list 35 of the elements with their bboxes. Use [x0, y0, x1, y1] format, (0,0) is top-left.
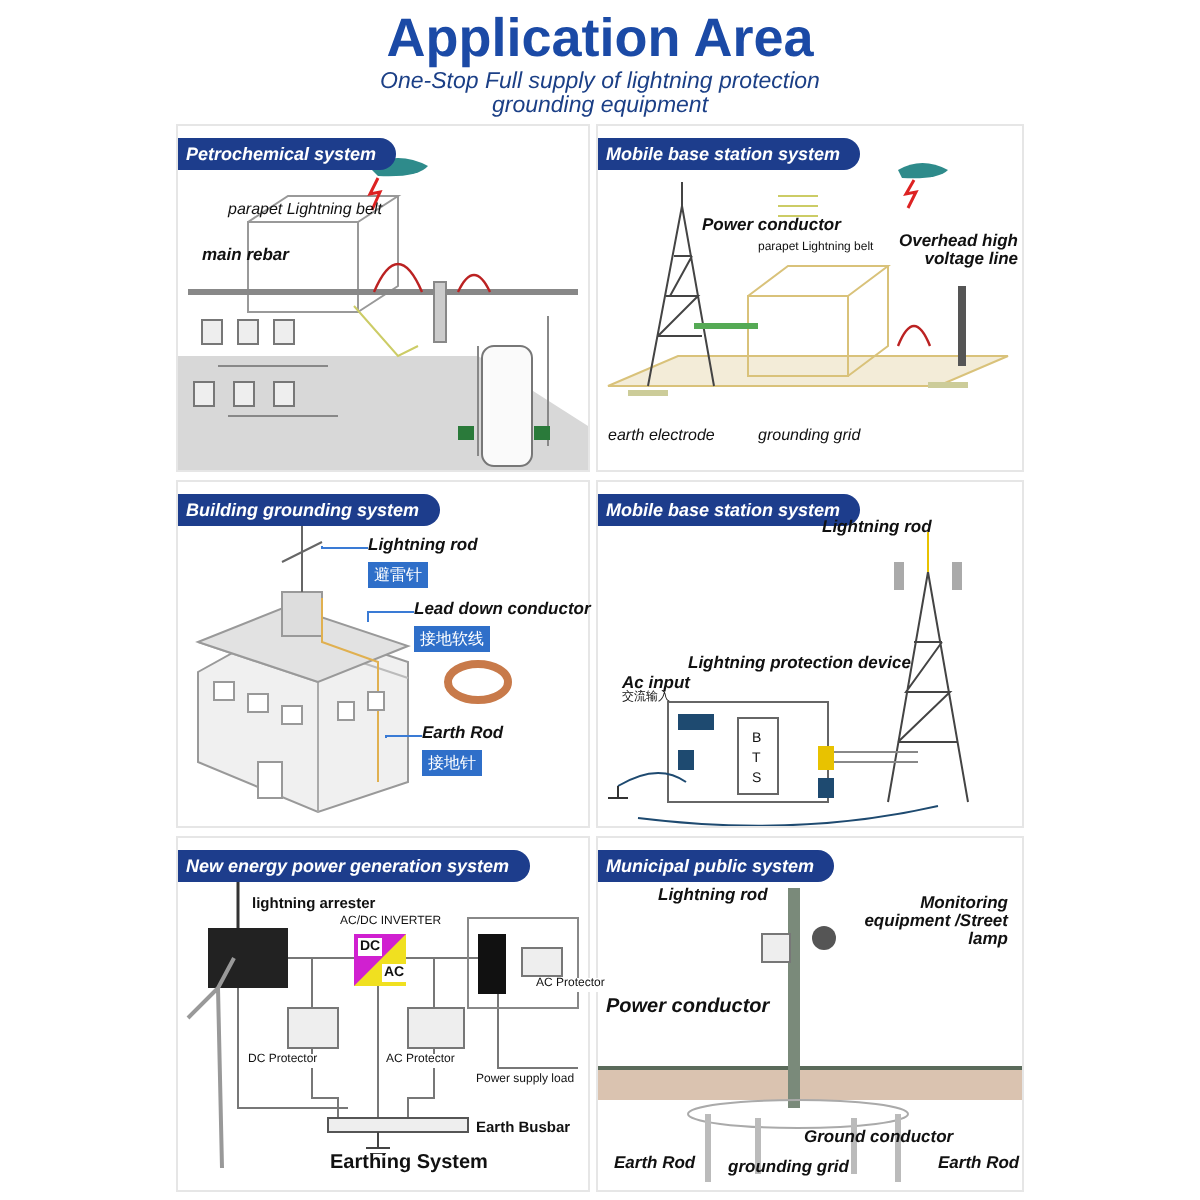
part-label: Ac input	[622, 674, 690, 692]
part-label: Power conductor	[606, 998, 770, 1016]
part-label: Earth Rod	[938, 1154, 1020, 1172]
part-label: Overhead high voltage line	[898, 232, 1018, 268]
part-label: grounding grid	[758, 426, 861, 444]
panel-heading: Petrochemical system	[178, 138, 397, 170]
panel-heading: New energy power generation system	[178, 850, 530, 882]
part-label: parapet Lightning belt	[228, 200, 382, 218]
part-label: main rebar	[202, 246, 289, 264]
panel-card	[176, 480, 590, 828]
leader-line	[321, 545, 369, 549]
leader-line	[385, 735, 423, 739]
leader-line	[367, 611, 415, 623]
panel-heading: Mobile base station system	[598, 138, 861, 170]
callout-label: Lightning rod	[368, 534, 478, 554]
panel-card	[596, 480, 1024, 828]
panel-heading: Municipal public system	[598, 850, 835, 882]
part-label: Power conductor	[702, 216, 841, 234]
part-label: Earthing System	[328, 1154, 490, 1172]
tag-label: 接地针	[422, 750, 482, 776]
part-label: Lightning protection device	[688, 654, 911, 672]
tag-label: 避雷针	[368, 562, 428, 588]
page-title: Application Area	[384, 8, 816, 70]
part-label: Earth Rod	[614, 1154, 696, 1172]
panel-card	[596, 124, 1024, 472]
part-label: Monitoring equipment /Street lamp	[862, 894, 1008, 948]
part-label: Lightning rod	[658, 886, 768, 904]
callout-label: Lead down conductor	[414, 598, 591, 618]
part-label: earth electrode	[608, 426, 715, 444]
part-label: grounding grid	[728, 1158, 849, 1176]
callout-label: Earth Rod	[422, 722, 504, 742]
part-label: Ground conductor	[804, 1128, 954, 1146]
tag-label: 接地软线	[414, 626, 490, 652]
subtitle: One-Stop Full supply of lightning protection grounding equipment	[378, 70, 822, 118]
panel-heading: Building grounding system	[178, 494, 439, 526]
